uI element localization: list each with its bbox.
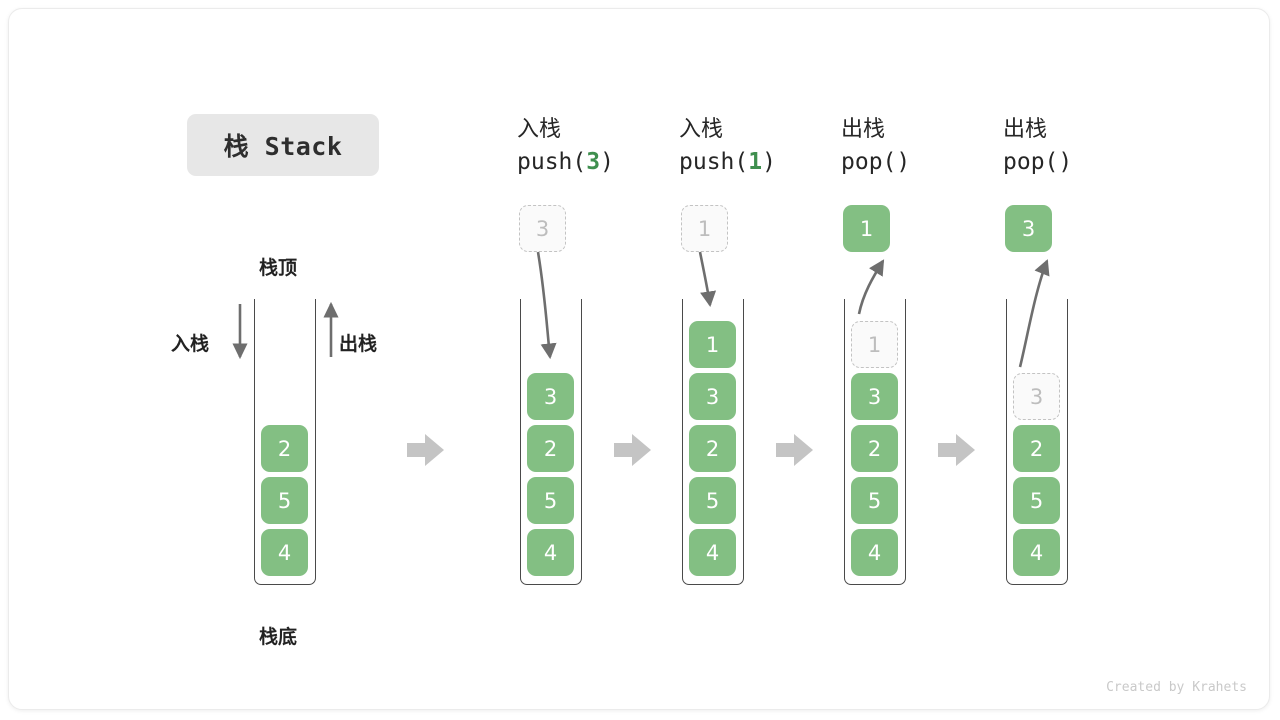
column-header-push-1: 入栈 push(1) — [679, 115, 849, 179]
column-op-cn: 出栈 — [1003, 117, 1048, 142]
stack-cell: 5 — [1013, 477, 1060, 524]
stack-cell: 3 — [689, 373, 736, 420]
stack-bottom-label: 栈底 — [259, 626, 298, 648]
stack-cell: 3 — [851, 373, 898, 420]
column-header-pop-3: 出栈 pop() — [1003, 115, 1173, 179]
stack-cell: 1 — [689, 321, 736, 368]
floating-cell-push-3: 3 — [519, 205, 566, 252]
column-op-cn: 入栈 — [679, 117, 724, 142]
column-op-code: push(1) — [679, 149, 776, 175]
floating-cell-push-1: 1 — [681, 205, 728, 252]
stack-cell: 5 — [527, 477, 574, 524]
stack-cell: 4 — [527, 529, 574, 576]
stack-container-push-3 — [520, 299, 582, 585]
stack-cell: 4 — [689, 529, 736, 576]
column-op-cn: 入栈 — [517, 117, 562, 142]
separator-arrow — [776, 434, 813, 466]
stack-container-pop-1 — [844, 299, 906, 585]
stack-cell: 5 — [261, 477, 308, 524]
stack-container-initial — [254, 299, 316, 585]
stack-container-push-1 — [682, 299, 744, 585]
column-op-code: pop() — [1003, 149, 1073, 175]
pop-direction-label: 出栈 — [339, 333, 378, 355]
stack-cell: 5 — [851, 477, 898, 524]
stack-cell: 2 — [851, 425, 898, 472]
push-1-motion-arrow — [698, 251, 717, 308]
column-op-cn: 出栈 — [841, 117, 886, 142]
floating-cell-pop-1: 1 — [843, 205, 890, 252]
stack-cell: 2 — [261, 425, 308, 472]
stack-cell: 2 — [527, 425, 574, 472]
stack-cell: 4 — [261, 529, 308, 576]
stack-top-label: 栈顶 — [259, 257, 298, 279]
stack-cell: 5 — [689, 477, 736, 524]
column-op-code: pop() — [841, 149, 911, 175]
stack-title-badge: 栈 Stack — [187, 114, 379, 176]
diagram-card: 栈 Stack 栈顶 栈底 入栈 出栈 入栈 push(3) 入栈 push(1… — [8, 8, 1270, 710]
stack-cell: 2 — [689, 425, 736, 472]
stack-cell: 4 — [1013, 529, 1060, 576]
column-op-code: push(3) — [517, 149, 614, 175]
separator-arrow — [614, 434, 651, 466]
separator-arrow — [938, 434, 975, 466]
credit-text: Created by Krahets — [1106, 680, 1247, 695]
stack-cell: 2 — [1013, 425, 1060, 472]
floating-cell-pop-3: 3 — [1005, 205, 1052, 252]
stack-cell: 3 — [527, 373, 574, 420]
separator-arrow — [407, 434, 444, 466]
diagram-stage: 栈 Stack 栈顶 栈底 入栈 出栈 入栈 push(3) 入栈 push(1… — [9, 9, 1269, 709]
stack-container-pop-3 — [1006, 299, 1068, 585]
stack-cell: 4 — [851, 529, 898, 576]
ghost-cell-pop-3: 3 — [1013, 373, 1060, 420]
column-header-pop-1: 出栈 pop() — [841, 115, 1011, 179]
ghost-cell-pop-1: 1 — [851, 321, 898, 368]
push-direction-label: 入栈 — [171, 333, 210, 355]
column-header-push-3: 入栈 push(3) — [517, 115, 687, 179]
